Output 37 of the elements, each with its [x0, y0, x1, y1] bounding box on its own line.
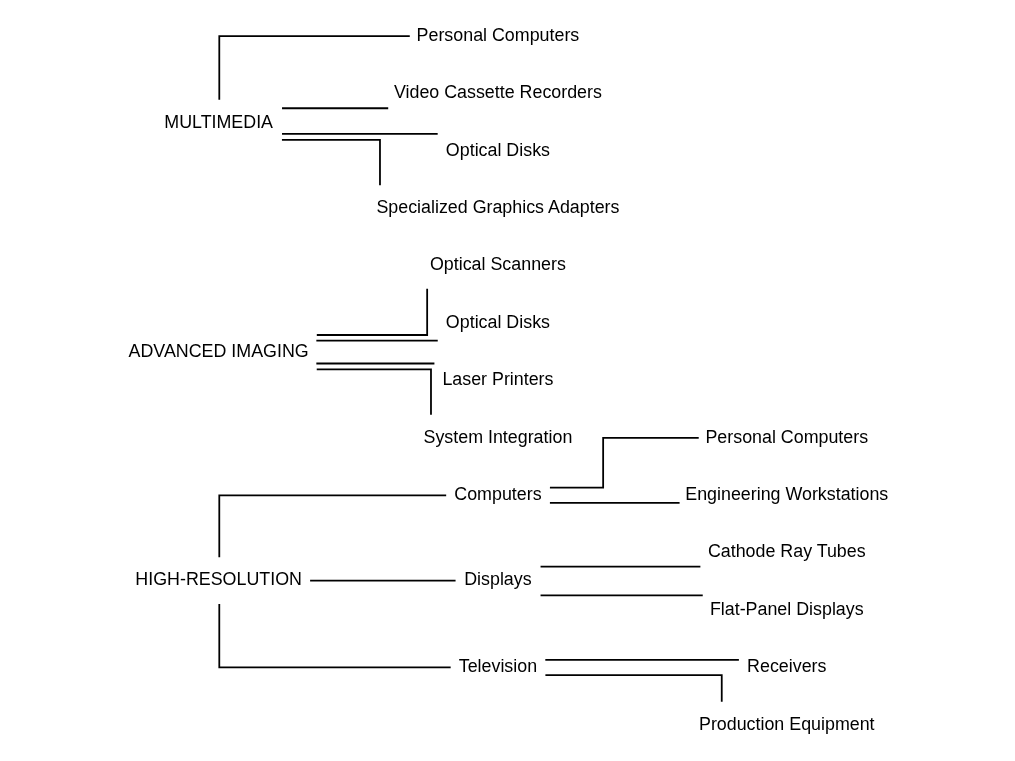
node-text: MULTIMEDIA — [164, 111, 274, 132]
node-text: Specialized Graphics Adapters — [376, 197, 620, 218]
connector — [544, 674, 723, 703]
connector — [315, 362, 436, 365]
connector — [549, 502, 681, 504]
connector — [281, 139, 381, 187]
connector — [315, 368, 432, 416]
connector — [281, 107, 390, 110]
connector — [218, 35, 411, 101]
node-text: Optical Disks — [445, 139, 550, 160]
node-text: Receivers — [747, 656, 827, 677]
node-text: Optical Scanners — [429, 254, 566, 275]
node-text: ADVANCED IMAGING — [128, 341, 309, 362]
connector — [544, 658, 740, 661]
connector — [218, 494, 448, 559]
node-text: Flat-Panel Displays — [709, 598, 864, 619]
node-text: Computers — [454, 483, 542, 504]
connector — [539, 565, 702, 568]
node-text: System Integration — [423, 426, 573, 447]
connector — [309, 579, 457, 582]
connector — [315, 287, 429, 336]
connector — [281, 133, 439, 135]
node-text: Displays — [464, 569, 532, 590]
node-text: Optical Disks — [445, 311, 550, 332]
node-text: Personal Computers — [416, 24, 580, 45]
connector — [218, 603, 452, 669]
connector — [539, 594, 704, 597]
node-text: Cathode Ray Tubes — [707, 541, 866, 562]
node-text: Laser Printers — [442, 369, 554, 390]
node-text: HIGH-RESOLUTION — [135, 569, 302, 590]
node-text: Personal Computers — [705, 426, 869, 447]
connector — [315, 339, 439, 342]
node-text: Production Equipment — [698, 713, 875, 734]
connector — [549, 437, 700, 489]
node-text: Video Cassette Recorders — [393, 82, 602, 103]
node-text: Engineering Workstations — [685, 483, 889, 504]
node-text: Television — [458, 656, 538, 677]
